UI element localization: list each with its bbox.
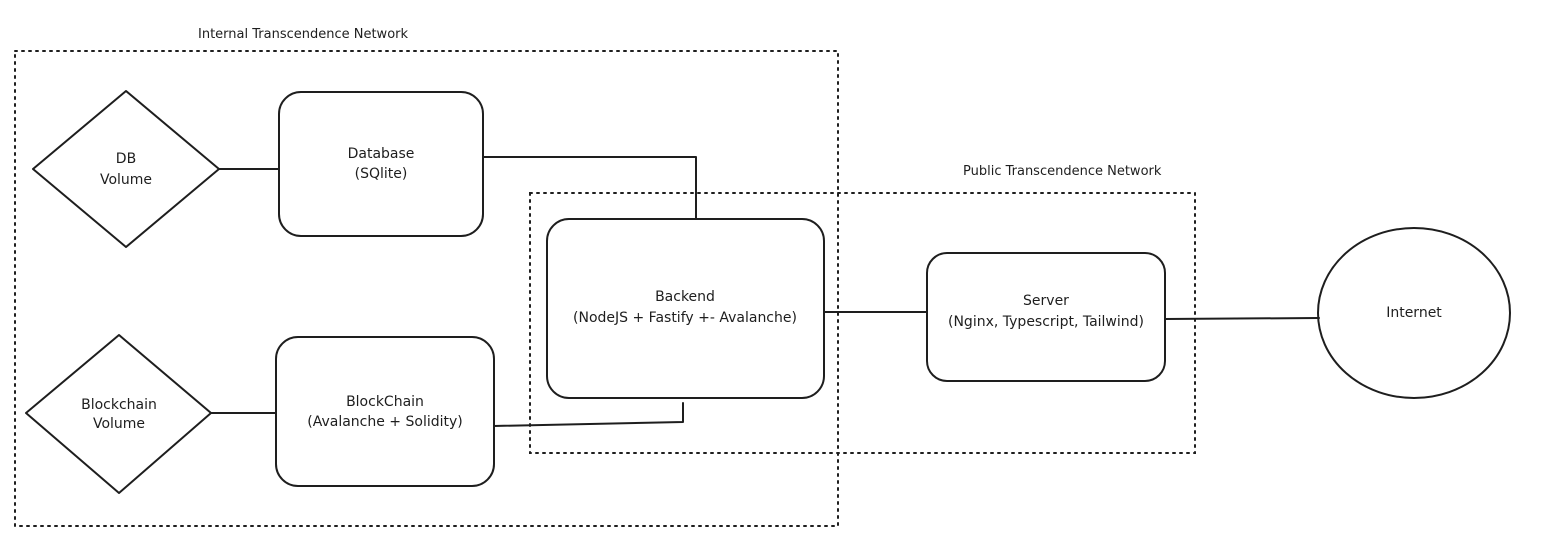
server-node[interactable]: Server (Nginx, Typescript, Tailwind) — [926, 252, 1166, 382]
server-label-line2: (Nginx, Typescript, Tailwind) — [948, 314, 1144, 330]
db-volume-label-line2: Volume — [100, 172, 152, 188]
edge-server-internet — [1164, 317, 1320, 320]
blockchain-volume-label-line1: Blockchain — [81, 397, 157, 413]
database-label-line1: Database — [348, 146, 415, 162]
internet-node[interactable]: Internet — [1317, 227, 1511, 399]
server-shape — [926, 252, 1166, 382]
internal-network-label: Internal Transcendence Network — [198, 27, 408, 42]
internet-label: Internet — [1386, 305, 1442, 321]
blockchain-shape — [275, 336, 495, 487]
db-volume-node[interactable]: DB Volume — [32, 90, 220, 248]
blockchain-node[interactable]: BlockChain (Avalanche + Solidity) — [275, 336, 495, 487]
blockchain-volume-label-line2: Volume — [93, 416, 145, 432]
edge-blockchain-backend — [493, 402, 684, 427]
internet-shape — [1317, 227, 1511, 399]
db-volume-shape — [32, 90, 220, 248]
backend-label-line2: (NodeJS + Fastify +- Avalanche) — [573, 310, 797, 326]
backend-node[interactable]: Backend (NodeJS + Fastify +- Avalanche) — [546, 218, 825, 399]
blockchain-volume-shape — [25, 334, 212, 494]
public-network-label: Public Transcendence Network — [963, 164, 1162, 179]
database-node[interactable]: Database (SQlite) — [278, 91, 484, 237]
edge-database-backend — [482, 156, 697, 220]
internal-network-zone — [14, 50, 839, 527]
server-label-line1: Server — [1023, 293, 1069, 309]
database-shape — [278, 91, 484, 237]
blockchain-label-line2: (Avalanche + Solidity) — [307, 414, 462, 430]
backend-shape — [546, 218, 825, 399]
database-label-line2: (SQlite) — [355, 166, 408, 182]
blockchain-volume-node[interactable]: Blockchain Volume — [25, 334, 212, 494]
blockchain-label-line1: BlockChain — [346, 394, 424, 410]
db-volume-label-line1: DB — [116, 151, 136, 167]
backend-label-line1: Backend — [655, 289, 715, 305]
